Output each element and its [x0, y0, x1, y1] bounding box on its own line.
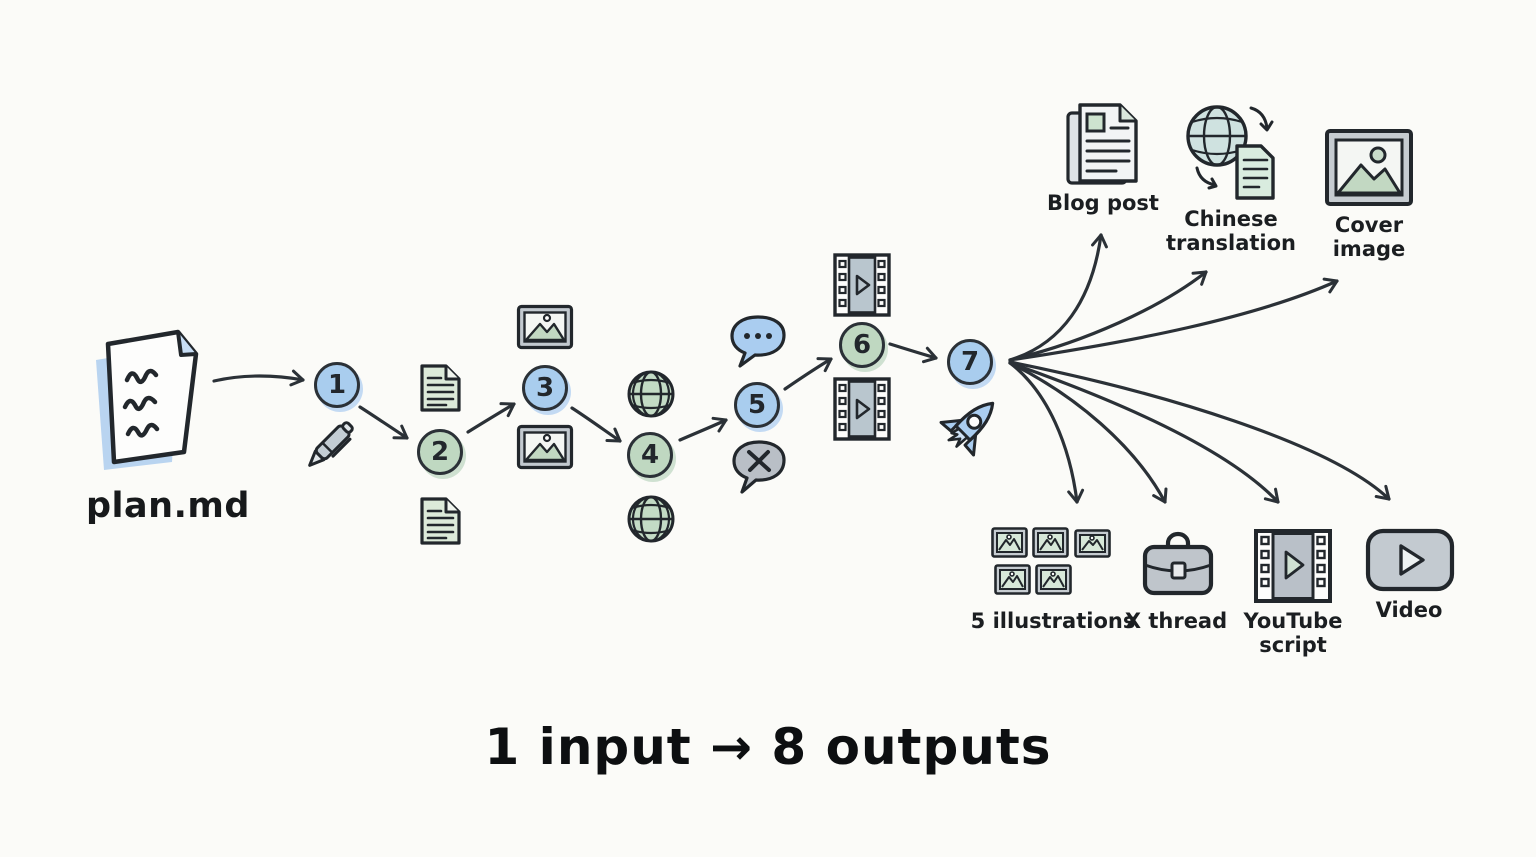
globe-icon	[625, 368, 677, 420]
chinese-translation-icon	[1181, 98, 1285, 202]
step-node-2: 2	[417, 429, 463, 475]
input-file-icon	[82, 322, 212, 474]
image-icon	[516, 424, 574, 470]
filmstrip-icon	[832, 376, 892, 442]
output-label-illustrations: 5 illustrations	[970, 609, 1136, 633]
arrow-4-5	[678, 416, 728, 442]
video-play-icon	[1365, 528, 1455, 592]
step-node-4: 4	[627, 432, 673, 478]
filmstrip-icon	[832, 252, 892, 318]
step-number: 4	[640, 440, 660, 470]
output-label-cover-image: Cover image	[1332, 213, 1406, 262]
arrow-3-4	[570, 406, 622, 443]
step-number: 3	[535, 373, 555, 403]
step-node-6: 6	[839, 322, 885, 368]
briefcase-icon	[1138, 525, 1218, 601]
arrow-1-2	[358, 405, 409, 440]
arrow-input-to-1	[212, 369, 305, 387]
blog-post-icon	[1064, 101, 1144, 189]
arrow-6-7	[888, 342, 938, 364]
step-number: 5	[747, 390, 767, 420]
document-icon	[416, 495, 464, 547]
arrow-7-video	[1008, 360, 1391, 501]
step-node-5: 5	[734, 382, 780, 428]
step-number: 7	[960, 347, 980, 377]
rocket-icon	[934, 390, 1006, 468]
arrow-7-youtube-script	[1008, 361, 1280, 504]
input-file-label: plan.md	[86, 486, 250, 526]
output-label-video: Video	[1375, 598, 1443, 622]
pen-icon	[300, 412, 366, 476]
globe-icon	[625, 493, 677, 545]
step-node-7: 7	[947, 339, 993, 385]
image-icon	[516, 304, 574, 350]
arrow-7-chinese-translation	[1008, 270, 1208, 362]
output-label-x-thread: X thread	[1124, 609, 1228, 633]
arrow-7-illustrations	[1008, 361, 1085, 504]
illustrations-grid-icon	[991, 527, 1115, 599]
document-icon	[416, 362, 464, 414]
step-node-1: 1	[314, 362, 360, 408]
cover-image-icon	[1324, 128, 1416, 210]
step-number: 6	[852, 330, 872, 360]
output-label-blog-post: Blog post	[1047, 191, 1159, 215]
arrow-5-6	[783, 357, 833, 391]
chat-bubble-icon	[728, 313, 788, 371]
output-label-chinese-translation: Chinese translation	[1166, 207, 1296, 256]
arrow-7-blog-post	[1008, 233, 1108, 362]
youtube-script-icon	[1253, 528, 1333, 604]
arrow-7-x-thread	[1008, 361, 1168, 504]
step-number: 1	[327, 370, 347, 400]
step-node-3: 3	[522, 365, 568, 411]
diagram-caption: 1 input → 8 outputs	[484, 718, 1052, 776]
arrow-7-cover-image	[1008, 277, 1339, 362]
output-label-youtube-script: YouTube script	[1243, 609, 1343, 658]
x-bubble-icon	[730, 438, 788, 498]
step-number: 2	[430, 437, 450, 467]
arrow-2-3	[466, 402, 516, 434]
